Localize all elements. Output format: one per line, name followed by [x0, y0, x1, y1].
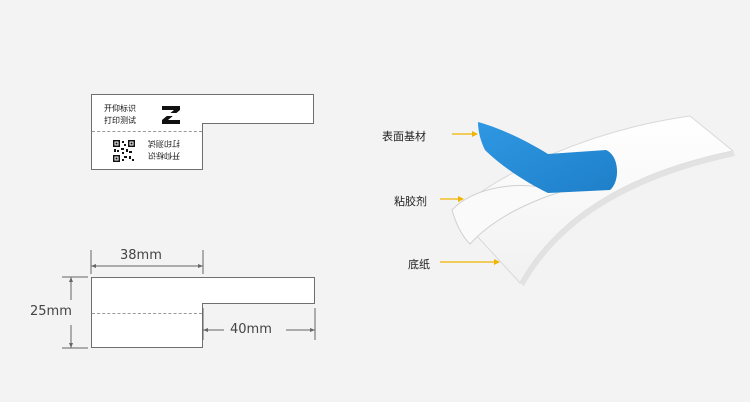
surface-material-label: 表面基材: [382, 130, 426, 143]
qr-code-icon: [112, 139, 136, 163]
label-preview-tail: [202, 94, 314, 124]
dimension-fold-line: [92, 313, 202, 314]
dimension-width-label: 38mm: [120, 248, 162, 263]
dimension-label-body: [91, 277, 203, 348]
dimension-label-tail: [202, 277, 315, 304]
dimension-tail-label: 40mm: [230, 322, 272, 337]
z-brand-logo-icon: [162, 106, 180, 124]
adhesive-label: 粘胶剂: [394, 195, 427, 208]
front-text-line1: 开仰标识: [104, 104, 136, 113]
label-preview-body: [91, 94, 203, 170]
front-text-line2: 打印测试: [104, 116, 136, 125]
label-preview-fold-line: [92, 131, 202, 132]
dimension-height-label: 25mm: [30, 304, 72, 319]
backing-paper-label: 底纸: [408, 258, 430, 271]
